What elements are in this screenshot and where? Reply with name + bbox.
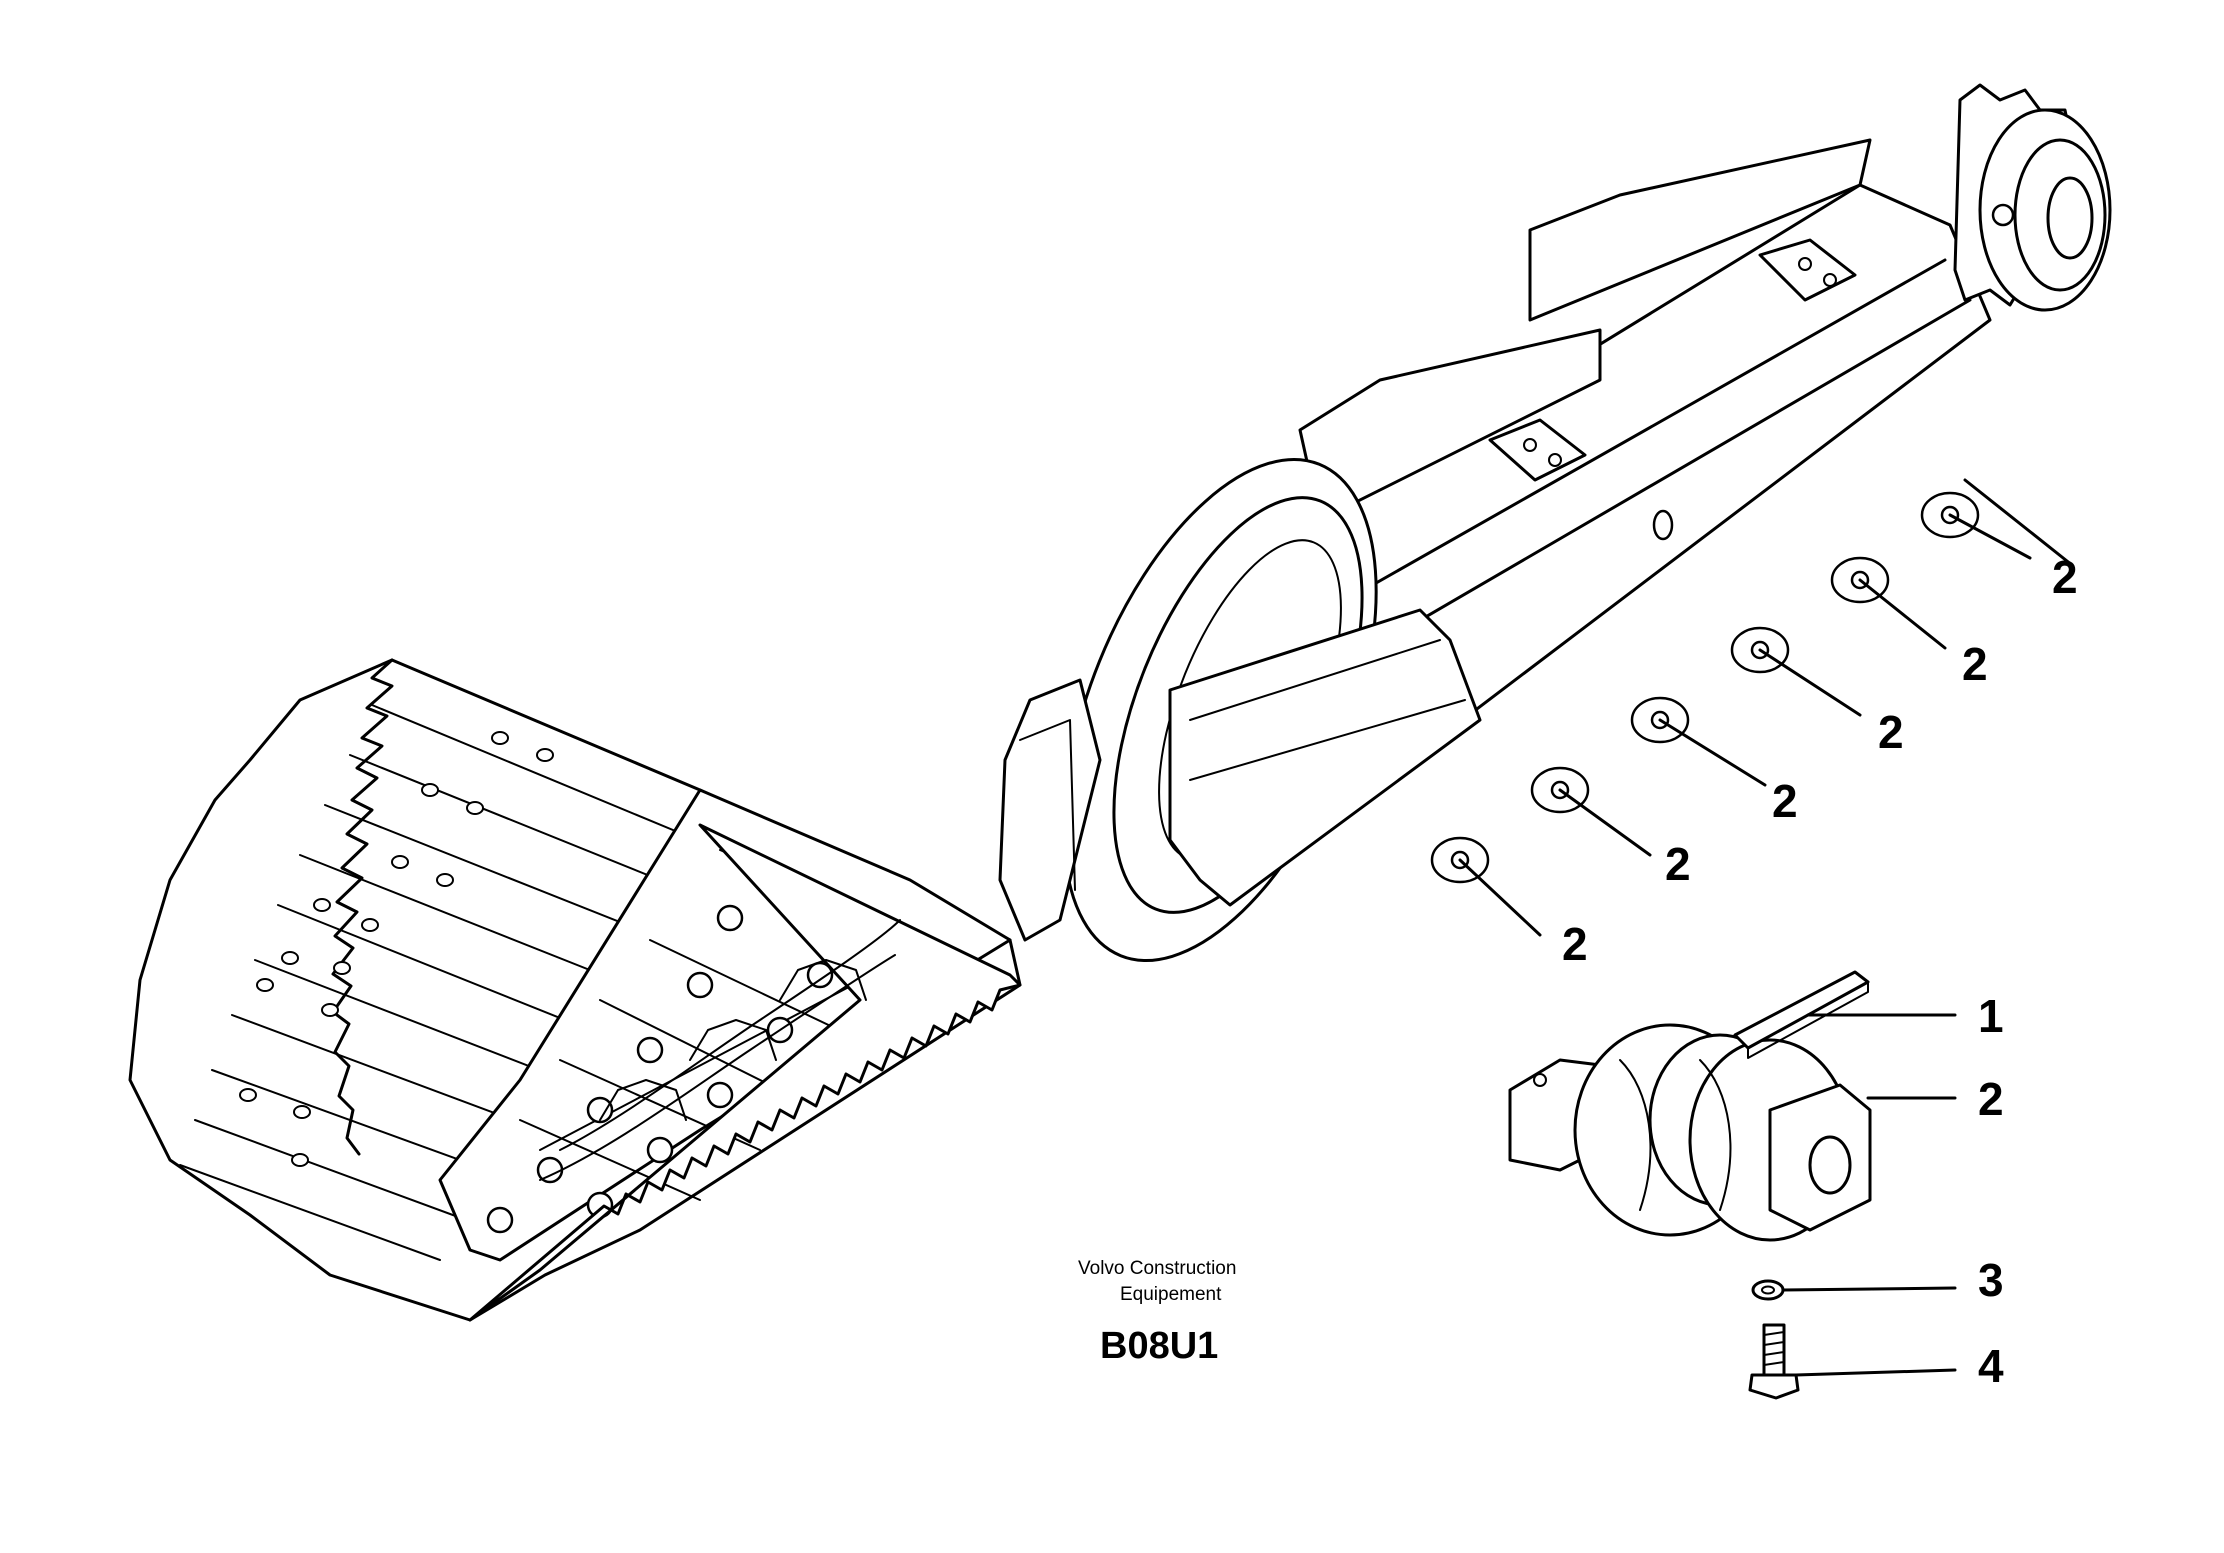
title-block: Volvo Construction Equipement B08U1: [1078, 1258, 1236, 1367]
frame-roller-callouts: 2 2 2 2 2 2: [1562, 551, 2078, 970]
track-frame-illustration: [998, 83, 2112, 962]
washer-illustration: [1751, 1279, 1785, 1301]
shim-plate-illustration: [1733, 970, 1870, 1059]
callout-frame-roller-5: 2: [1962, 638, 1988, 690]
track-roller-illustration: [1508, 1023, 1872, 1242]
callout-frame-roller-2: 2: [1665, 838, 1691, 890]
callout-frame-roller-4: 2: [1878, 706, 1904, 758]
callout-frame-roller-1: 2: [1562, 918, 1588, 970]
callout-1: 1: [1978, 990, 2004, 1042]
drawing-code: B08U1: [1100, 1325, 1218, 1367]
track-chain-illustration: [128, 658, 1022, 1322]
callout-frame-roller-3: 2: [1772, 775, 1798, 827]
manufacturer-name: Volvo Construction: [1078, 1258, 1236, 1279]
callout-frame-roller-6: 2: [2052, 551, 2078, 603]
legend-callouts: 1 2 3 4: [1978, 990, 2004, 1392]
bolt-illustration: [1748, 1323, 1800, 1400]
leader-lines: [1458, 478, 2074, 1377]
callout-4: 4: [1978, 1340, 2004, 1392]
callout-2: 2: [1978, 1073, 2004, 1125]
manufacturer-name-line2: Equipement: [1120, 1284, 1222, 1305]
callout-3: 3: [1978, 1254, 2004, 1306]
